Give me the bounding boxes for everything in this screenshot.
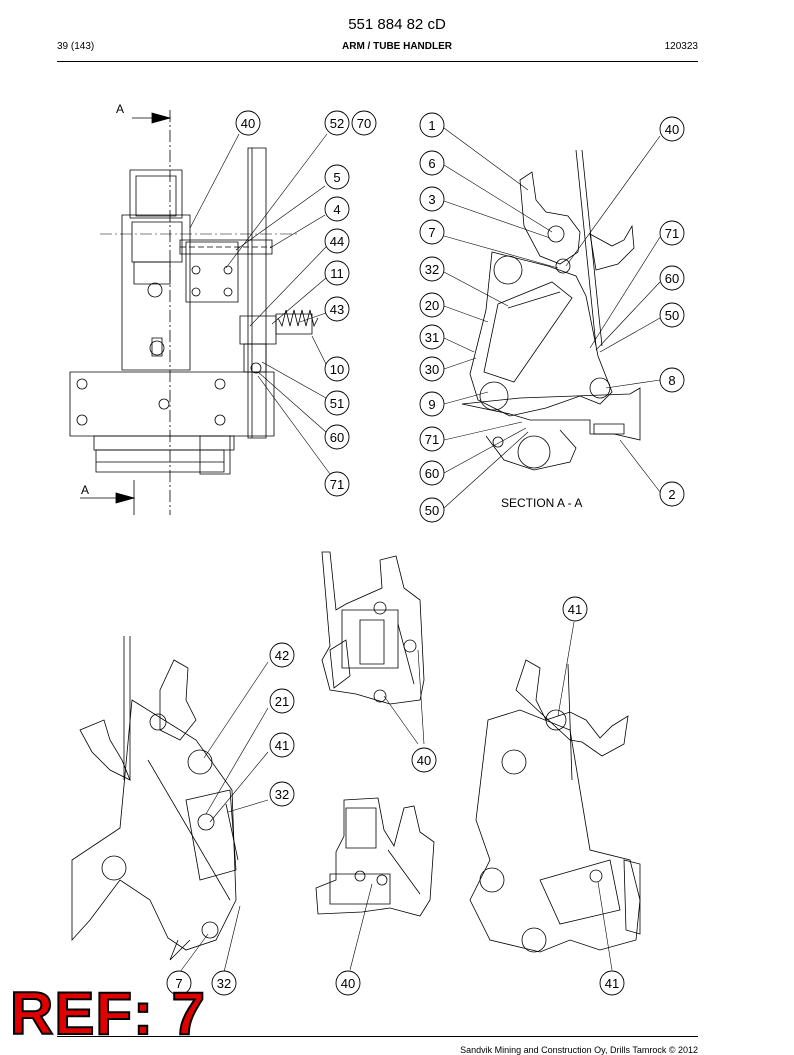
balloon: 3	[420, 187, 444, 211]
balloon: 71	[325, 472, 349, 496]
svg-text:60: 60	[330, 430, 344, 445]
svg-text:1: 1	[428, 118, 435, 133]
balloon: 60	[420, 461, 444, 485]
svg-text:41: 41	[275, 738, 289, 753]
section-a-a-view: SECTION A - A	[444, 128, 660, 510]
svg-text:2: 2	[668, 487, 675, 502]
balloon: 71	[660, 221, 684, 245]
svg-text:41: 41	[568, 602, 582, 617]
balloon: 40	[412, 748, 436, 772]
balloon: 32	[270, 782, 294, 806]
svg-text:20: 20	[425, 298, 439, 313]
svg-text:41: 41	[605, 976, 619, 991]
balloon: 40	[236, 111, 260, 135]
right-isometric-view	[470, 622, 640, 970]
svg-text:43: 43	[330, 302, 344, 317]
svg-text:11: 11	[330, 266, 344, 281]
svg-text:10: 10	[330, 362, 344, 377]
ref-stamp: REF: 7	[9, 980, 207, 1047]
balloon: 6	[420, 151, 444, 175]
balloon: 31	[420, 325, 444, 349]
balloon: 42	[270, 643, 294, 667]
balloon: 21	[270, 689, 294, 713]
svg-text:71: 71	[425, 432, 439, 447]
svg-text:3: 3	[428, 192, 435, 207]
balloon: 44	[325, 229, 349, 253]
svg-text:32: 32	[425, 262, 439, 277]
balloon: 43	[325, 297, 349, 321]
svg-text:40: 40	[665, 122, 679, 137]
balloon: 60	[660, 266, 684, 290]
balloon: 32	[212, 971, 236, 995]
balloon: 40	[660, 117, 684, 141]
balloon: 60	[325, 425, 349, 449]
svg-text:32: 32	[275, 787, 289, 802]
balloon: 10	[325, 357, 349, 381]
section-title: ARM / TUBE HANDLER	[342, 41, 452, 52]
balloon: 41	[270, 733, 294, 757]
svg-text:6: 6	[428, 156, 435, 171]
balloon: 41	[563, 597, 587, 621]
balloon: 11	[325, 261, 349, 285]
balloon: 5	[325, 165, 349, 189]
lower-middle-isometric-view	[316, 798, 434, 970]
svg-text:5: 5	[333, 170, 340, 185]
section-label: SECTION A - A	[501, 496, 582, 510]
section-marker-top: A	[116, 102, 124, 116]
balloon: 30	[420, 357, 444, 381]
header-rule	[57, 61, 698, 62]
svg-text:40: 40	[417, 753, 431, 768]
svg-text:31: 31	[425, 330, 439, 345]
balloon: 4	[325, 197, 349, 221]
balloon: 7	[167, 971, 191, 995]
balloon: 20	[420, 293, 444, 317]
page-count: 39 (143)	[57, 41, 95, 52]
section-marker-bottom: A	[81, 483, 89, 497]
document-date: 120323	[664, 41, 698, 52]
copyright-text: Sandvik Mining and Construction Oy, Dril…	[460, 1045, 698, 1055]
balloon: 41	[600, 971, 624, 995]
svg-text:71: 71	[330, 477, 344, 492]
upper-middle-isometric-view	[322, 552, 424, 744]
svg-text:44: 44	[330, 234, 344, 249]
balloon: 52	[325, 111, 349, 135]
svg-text:21: 21	[275, 694, 289, 709]
balloon: 50	[420, 498, 444, 522]
balloon: 1	[420, 113, 444, 137]
balloon: 50	[660, 303, 684, 327]
footer-rule	[57, 1036, 698, 1037]
svg-text:4: 4	[333, 202, 340, 217]
svg-text:60: 60	[665, 271, 679, 286]
balloon: 9	[420, 392, 444, 416]
svg-text:7: 7	[428, 225, 435, 240]
balloon: 71	[420, 427, 444, 451]
svg-text:32: 32	[217, 976, 231, 991]
balloon: 7	[420, 220, 444, 244]
balloons: 40 52 70 5 4 44 11 43 10 51 60 71 1 6 3 …	[167, 111, 684, 995]
svg-text:52: 52	[330, 116, 344, 131]
svg-text:60: 60	[425, 466, 439, 481]
balloon: 8	[660, 368, 684, 392]
svg-text:42: 42	[275, 648, 289, 663]
svg-text:7: 7	[175, 976, 182, 991]
front-view: A A	[70, 102, 330, 515]
svg-text:30: 30	[425, 362, 439, 377]
left-isometric-view	[72, 636, 268, 972]
svg-text:8: 8	[668, 373, 675, 388]
svg-text:40: 40	[241, 116, 255, 131]
svg-text:70: 70	[357, 116, 371, 131]
balloon: 40	[336, 971, 360, 995]
balloon: 70	[352, 111, 376, 135]
balloon: 2	[660, 482, 684, 506]
balloon: 51	[325, 391, 349, 415]
svg-text:71: 71	[665, 226, 679, 241]
svg-text:9: 9	[428, 397, 435, 412]
balloon: 32	[420, 257, 444, 281]
svg-text:40: 40	[341, 976, 355, 991]
svg-text:50: 50	[665, 308, 679, 323]
svg-text:50: 50	[425, 503, 439, 518]
document-number: 551 884 82 cD	[348, 16, 446, 33]
svg-text:51: 51	[330, 396, 344, 411]
